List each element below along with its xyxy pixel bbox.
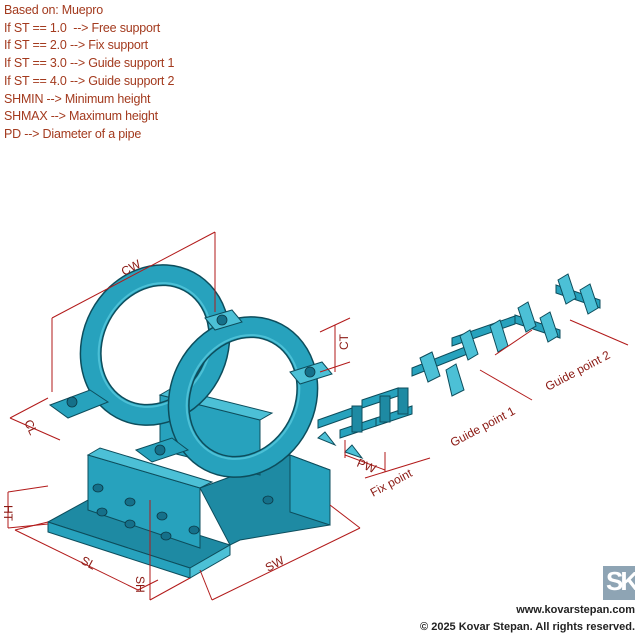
note-line: If ST == 3.0 --> Guide support 1 <box>4 56 175 71</box>
pipe-clamp-front <box>167 316 319 478</box>
dim-label-ht: HT <box>1 505 15 522</box>
dimension-lines <box>7 231 629 601</box>
guide-point-1-part <box>411 315 516 397</box>
dim-label-sl: SL <box>79 553 99 572</box>
note-line: SHMAX --> Maximum height <box>4 109 158 124</box>
bolt-hole <box>96 507 108 517</box>
dim-label-pw: PW <box>355 456 379 476</box>
note-line: SHMIN --> Minimum height <box>4 91 151 106</box>
bolt-hole <box>124 519 136 529</box>
clamp-lugs <box>48 309 333 463</box>
guide-point-2-part <box>514 273 601 343</box>
bolt-hole <box>188 525 200 535</box>
pipe-clamp-rear <box>79 264 231 426</box>
bolt-hole <box>160 531 172 541</box>
note-line: Based on: Muepro <box>4 3 103 17</box>
copyright-text: © 2025 Kovar Stepan. All rights reserved… <box>420 621 635 633</box>
logo-text: SK <box>606 566 639 596</box>
site-url[interactable]: www.kovarstepan.com <box>516 604 635 616</box>
notes-list: Based on: Muepro If ST == 1.0 --> Free s… <box>4 2 174 144</box>
dim-label-cl: CL <box>21 417 40 437</box>
brand-logo: SK <box>603 566 639 600</box>
dim-label-sw: SW <box>263 553 287 575</box>
note-line: If ST == 4.0 --> Guide support 2 <box>4 73 175 88</box>
note-line: PD --> Diameter of a pipe <box>4 126 142 141</box>
fix-point-part <box>317 387 413 460</box>
dim-label-ct: CT <box>337 333 351 350</box>
bolt-hole <box>92 483 104 493</box>
dim-label-sh: SH <box>133 576 147 593</box>
note-line: If ST == 2.0 --> Fix support <box>4 38 148 53</box>
note-line: If ST == 1.0 --> Free support <box>4 20 160 35</box>
bolt-hole <box>262 495 274 505</box>
label-guide-point-1: Guide point 1 <box>448 404 518 450</box>
label-guide-point-2: Guide point 2 <box>543 348 613 394</box>
bolt-hole <box>156 511 168 521</box>
bolt-hole <box>124 497 136 507</box>
